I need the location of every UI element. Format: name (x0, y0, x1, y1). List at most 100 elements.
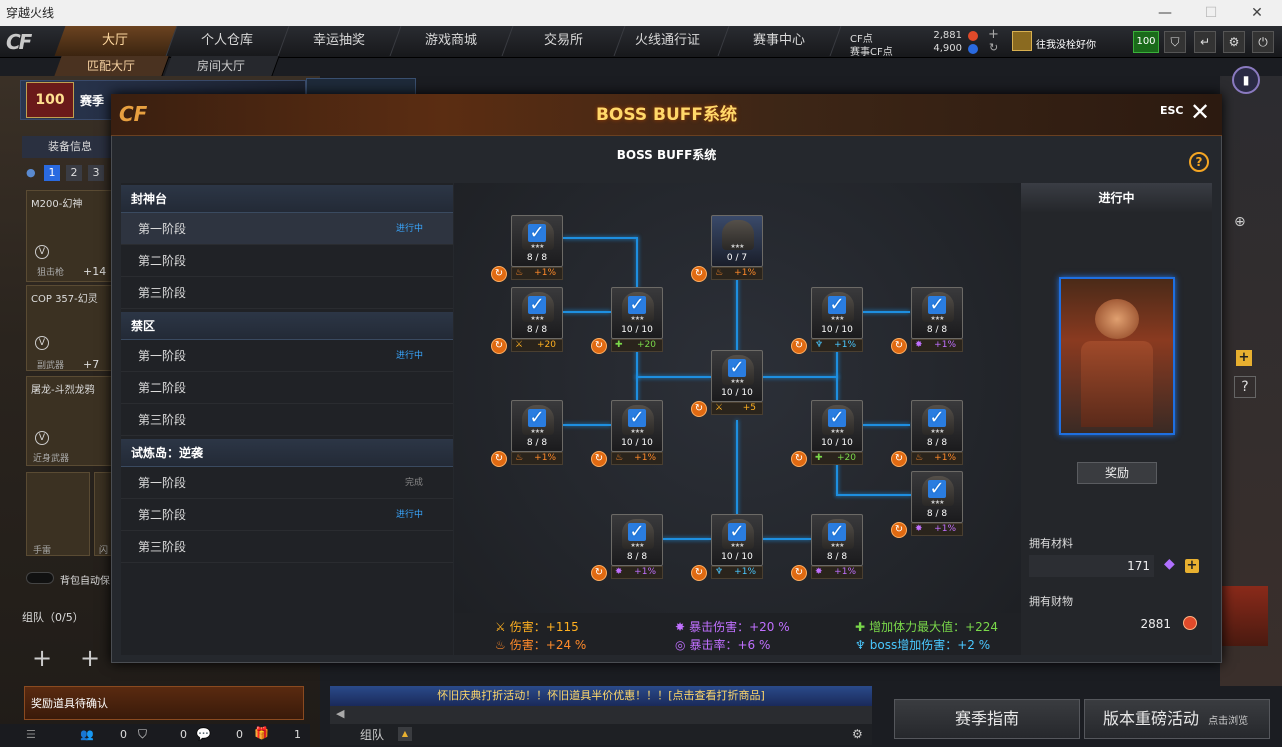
refresh-node-icon[interactable]: ↻ (791, 451, 807, 467)
reward-confirm-banner[interactable]: 奖励道具待确认 (24, 686, 304, 720)
tab-tournament[interactable]: 赛事中心 (718, 26, 842, 56)
list-icon[interactable]: ☰ (26, 728, 36, 741)
user-name[interactable]: 往我没栓好你 (1036, 40, 1096, 51)
gift-icon[interactable]: 🎁 (254, 726, 269, 740)
tab-shop[interactable]: 游戏商城 (390, 26, 514, 56)
refresh-node-icon[interactable]: ↻ (591, 451, 607, 467)
close-window-icon[interactable]: ✕ (1251, 5, 1263, 21)
buff-node[interactable]: ★★★0 / 7 (711, 215, 763, 267)
buff-node[interactable]: ✓★★★8 / 8 (511, 215, 563, 267)
version-event-button[interactable]: 版本重磅活动 点击浏览 (1084, 699, 1270, 739)
buff-node[interactable]: ✓★★★10 / 10 (711, 514, 763, 566)
event-thumbnail[interactable] (1220, 586, 1268, 646)
tab-warehouse[interactable]: 个人仓库 (166, 26, 290, 56)
add-materials-button[interactable]: + (1185, 558, 1199, 573)
refresh-node-icon[interactable]: ↻ (491, 451, 507, 467)
reward-button[interactable]: 奖励 (1077, 462, 1157, 484)
grenade-card[interactable]: 手雷 (26, 472, 90, 556)
speaker-icon[interactable]: ◀ (336, 707, 345, 720)
refresh-node-icon[interactable]: ↻ (891, 522, 907, 538)
team-button[interactable]: 组队 (360, 728, 385, 742)
refresh-node-icon[interactable]: ↻ (791, 565, 807, 581)
stats-chart-icon[interactable]: ▮ (1232, 66, 1260, 94)
buff-node[interactable]: ✓★★★8 / 8 (911, 400, 963, 452)
power-icon[interactable]: ⏻ (1252, 31, 1274, 53)
refresh-node-icon[interactable]: ↻ (891, 451, 907, 467)
stage-item[interactable]: 第三阶段 (121, 277, 453, 309)
subtab-match-lobby[interactable]: 匹配大厅 (54, 56, 170, 76)
flash-card[interactable]: 闪 (94, 472, 112, 556)
section-header-fengshentai[interactable]: 封神台 (121, 185, 453, 213)
auto-bag-toggle[interactable] (26, 572, 54, 584)
refresh-node-icon[interactable]: ↻ (791, 338, 807, 354)
maximize-icon[interactable]: ☐ (1204, 5, 1218, 21)
buff-node[interactable]: ✓★★★10 / 10 (611, 400, 663, 452)
stage-item[interactable]: 第三阶段 (121, 404, 453, 436)
refresh-points-icon[interactable]: ↻ (989, 41, 999, 54)
help-icon[interactable]: ? (1234, 376, 1256, 398)
news-ticker[interactable]: 怀旧庆典打折活动！！怀旧道具半价优惠！！！[点击查看打折商品] (330, 686, 872, 706)
buff-node[interactable]: ✓★★★8 / 8 (511, 400, 563, 452)
buff-node[interactable]: ✓★★★8 / 8 (511, 287, 563, 339)
shield-icon[interactable]: ⛉ (138, 727, 148, 741)
stat-label: boss增加伤害：+2 % (869, 638, 991, 652)
slot-tab-3[interactable]: 3 (88, 165, 104, 181)
gear-icon[interactable]: ⚙ (1223, 31, 1245, 53)
buff-node[interactable]: ✓★★★10 / 10 (811, 287, 863, 339)
subtab-room-lobby[interactable]: 房间大厅 (164, 56, 280, 76)
minimize-icon[interactable]: — (1158, 5, 1172, 21)
add-teammate-icon[interactable]: + (32, 644, 53, 672)
return-icon[interactable]: ↵ (1194, 31, 1216, 53)
buff-node[interactable]: ✓★★★8 / 8 (611, 514, 663, 566)
refresh-node-icon[interactable]: ↻ (691, 401, 707, 417)
buff-node[interactable]: ✓★★★8 / 8 (911, 287, 963, 339)
tab-lobby[interactable]: 大厅 (54, 26, 178, 56)
tab-lottery[interactable]: 幸运抽奖 (278, 26, 402, 56)
weapon-card-secondary[interactable]: COP 357-幻灵 V 副武器 +7 (26, 285, 112, 371)
slot-tab-1[interactable]: 1 (44, 165, 60, 181)
buff-node[interactable]: ✓★★★10 / 10 (611, 287, 663, 339)
friends-icon[interactable]: 👥 (80, 728, 94, 741)
refresh-node-icon[interactable]: ↻ (591, 565, 607, 581)
add-teammate-icon[interactable]: + (80, 644, 101, 672)
user-avatar[interactable] (1012, 31, 1032, 51)
stage-item[interactable]: 第二阶段 (121, 372, 453, 404)
chevron-up-icon[interactable]: ▲ (398, 727, 412, 741)
tab-battle-pass[interactable]: 火线通行证 (606, 26, 730, 56)
stage-item[interactable]: 第一阶段完成 (121, 467, 453, 499)
section-header-jinqu[interactable]: 禁区 (121, 312, 453, 340)
buff-node[interactable]: ✓★★★10 / 10 (811, 400, 863, 452)
stage-item[interactable]: 第三阶段 (121, 531, 453, 563)
refresh-node-icon[interactable]: ↻ (491, 266, 507, 282)
node-progress: 10 / 10 (721, 388, 753, 398)
help-icon[interactable]: ? (1189, 152, 1209, 172)
stage-item[interactable]: 第二阶段进行中 (121, 499, 453, 531)
add-cf-icon[interactable]: + (988, 27, 999, 42)
season-guide-button[interactable]: 赛季指南 (894, 699, 1080, 739)
refresh-node-icon[interactable]: ↻ (591, 338, 607, 354)
refresh-node-icon[interactable]: ↻ (691, 565, 707, 581)
close-modal-icon[interactable]: ✕ (1190, 98, 1211, 126)
add-icon[interactable]: + (1236, 350, 1252, 366)
crit-icon: ✸ (915, 524, 923, 534)
v-badge-icon: V (35, 245, 49, 259)
shield-icon[interactable]: ⛉ (1164, 31, 1186, 53)
stage-item[interactable]: 第二阶段 (121, 245, 453, 277)
chat-settings-icon[interactable]: ⚙ (852, 727, 863, 741)
slot-tab-2[interactable]: 2 (66, 165, 82, 181)
v-badge-icon: V (35, 431, 49, 445)
chat-input[interactable] (330, 706, 872, 724)
buff-node[interactable]: ✓★★★8 / 8 (911, 471, 963, 523)
refresh-node-icon[interactable]: ↻ (491, 338, 507, 354)
section-header-shiliandao[interactable]: 试炼岛：逆袭 (121, 439, 453, 467)
chat-bubble-icon[interactable]: 💬 (196, 727, 211, 741)
buff-node[interactable]: ✓★★★10 / 10 (711, 350, 763, 402)
refresh-node-icon[interactable]: ↻ (891, 338, 907, 354)
weapon-card-melee[interactable]: 屠龙-斗烈龙鸦 V 近身武器 (26, 376, 112, 466)
refresh-node-icon[interactable]: ↻ (691, 266, 707, 282)
buff-node[interactable]: ✓★★★8 / 8 (811, 514, 863, 566)
plus-circle-icon[interactable]: ⊕ (1234, 214, 1246, 230)
stage-item[interactable]: 第一阶段进行中 (121, 213, 453, 245)
stage-item[interactable]: 第一阶段进行中 (121, 340, 453, 372)
weapon-card-primary[interactable]: M200-幻神 V 狙击枪 +14 (26, 190, 112, 282)
